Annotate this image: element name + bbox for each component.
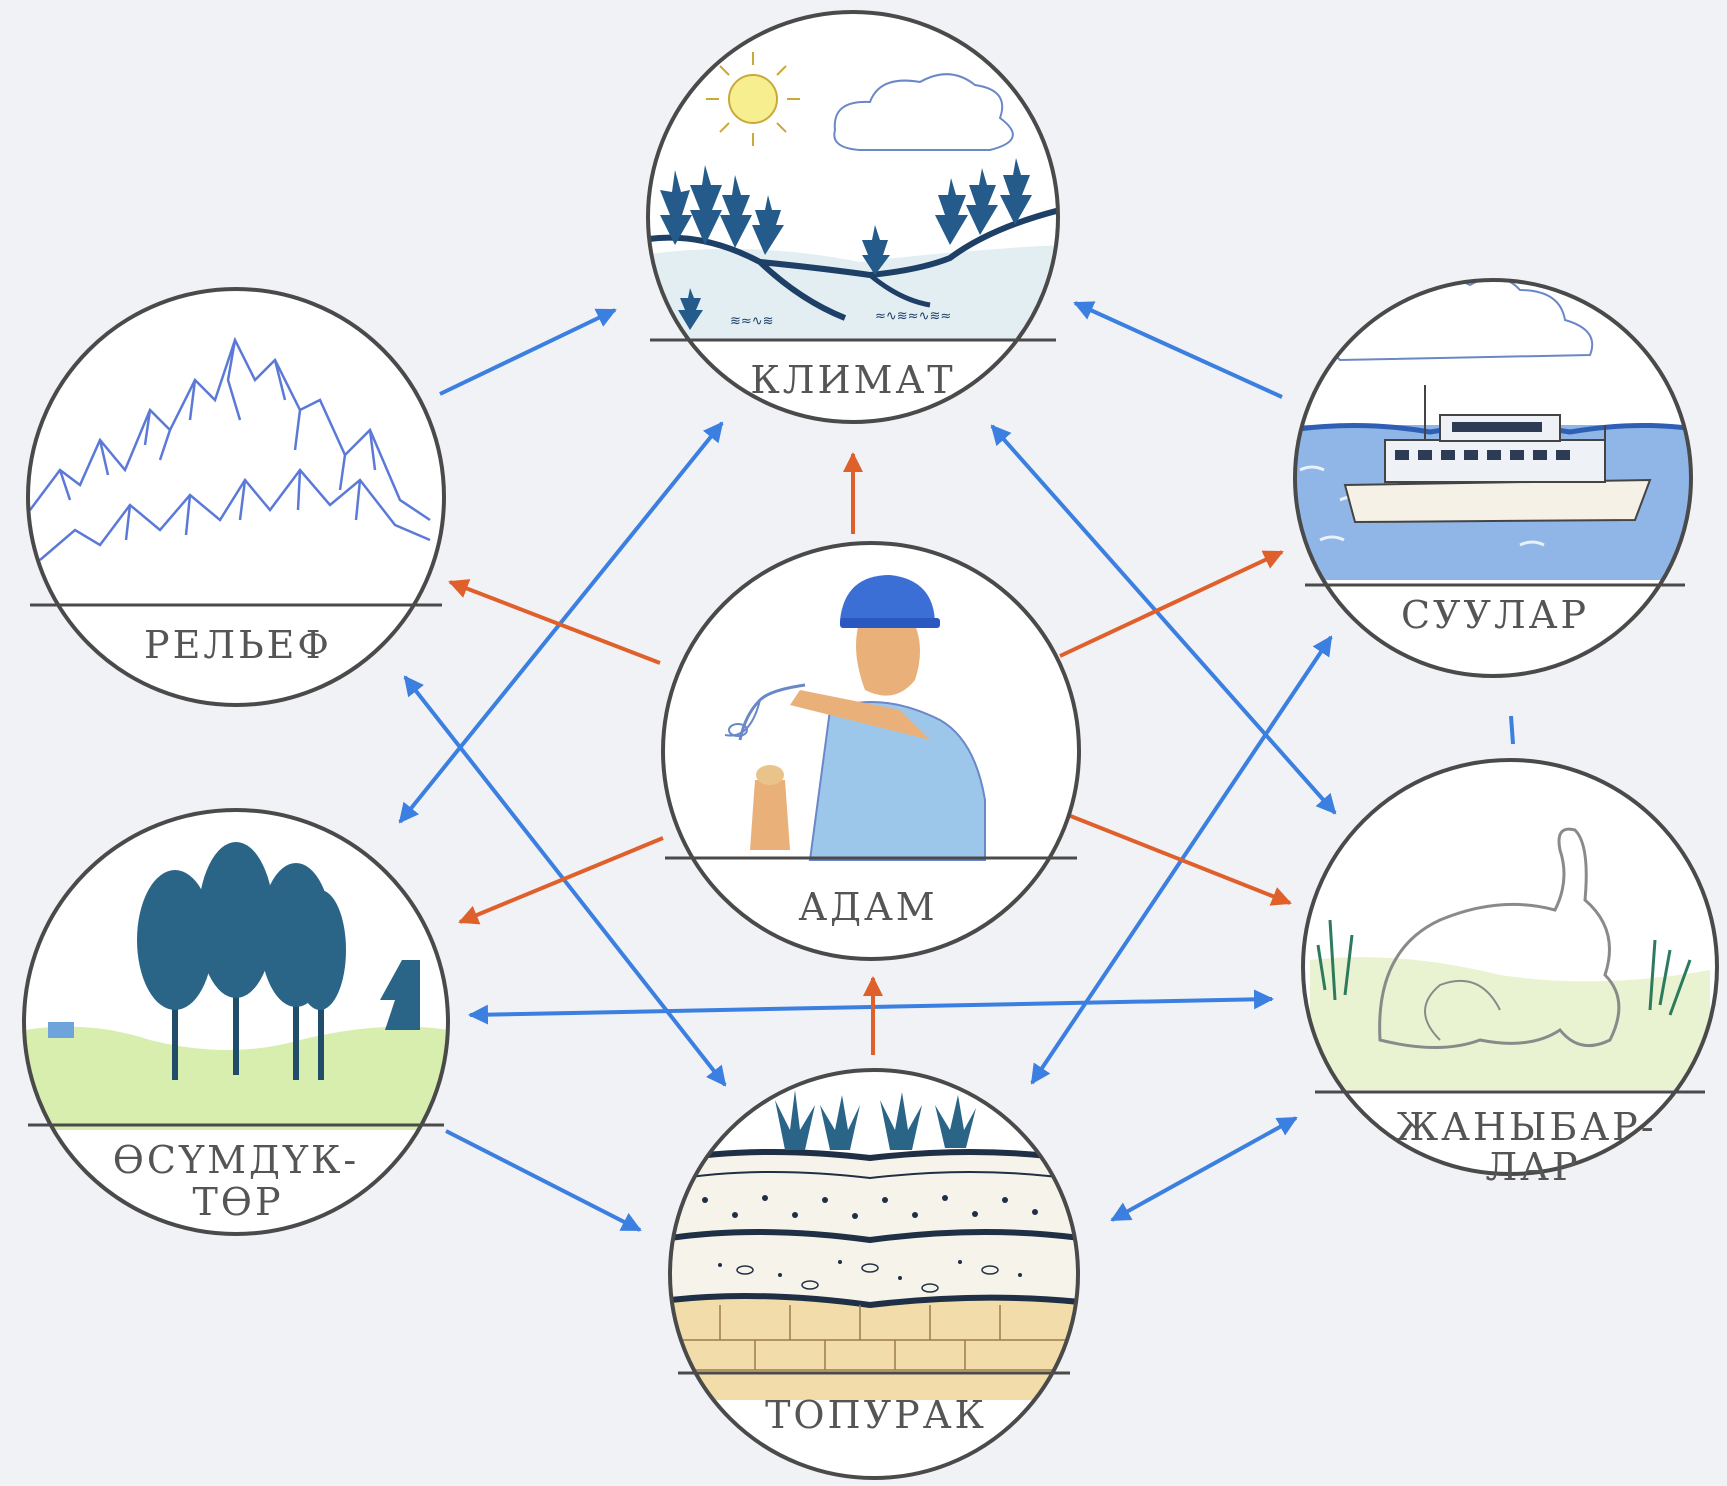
node-animals: ЖАНЫБАР- ЛАР: [1301, 758, 1719, 1189]
node-waters: СУУЛАР: [1293, 278, 1693, 678]
animals-label-line2: ЛАР: [1485, 1145, 1580, 1189]
arrow-human-to-relief: [448, 579, 661, 665]
ship-on-water-icon: [1295, 280, 1691, 580]
svg-text:≈∿≋≈∿≋≈: ≈∿≋≈∿≋≈: [875, 309, 951, 324]
person-in-helmet-icon: [724, 575, 986, 861]
arrow-waters-to-climate: [1073, 301, 1283, 399]
soil-label: ТОПУРАК: [765, 1393, 987, 1437]
climate-label: КЛИМАТ: [750, 358, 955, 402]
plants-label-line2: ТӨР: [192, 1180, 283, 1224]
svg-text:≋≈∿≋: ≋≈∿≋: [730, 314, 774, 329]
node-climate: ≋≈∿≋ ≈∿≋≈∿≋≈ КЛИМАТ: [646, 10, 1060, 424]
relief-label: РЕЛЬЕФ: [144, 623, 332, 667]
node-plants: ӨСҮМДҮК- ТӨР: [22, 808, 450, 1236]
arrow-human-to-waters: [1059, 550, 1284, 658]
tick-mark: [1509, 715, 1515, 745]
node-relief: РЕЛЬЕФ: [26, 287, 446, 707]
waters-label: СУУЛАР: [1401, 593, 1589, 637]
arrow-plants-to-soil: [445, 1129, 642, 1232]
rabbit-icon: [1310, 827, 1710, 1090]
arrow-relief-to-climate: [439, 308, 617, 396]
node-soil: ТОПУРАК: [668, 1068, 1080, 1480]
trees-icon: [25, 842, 448, 1130]
mountains-icon: [29, 336, 431, 561]
arrow-human-to-plants: [458, 836, 664, 925]
node-human: АДАМ: [661, 541, 1081, 961]
arrows: [398, 301, 1515, 1232]
plants-label-line1: ӨСҮМДҮК-: [113, 1138, 359, 1182]
human-label: АДАМ: [798, 885, 937, 929]
animals-label-line1: ЖАНЫБАР-: [1395, 1105, 1656, 1149]
arrow-human-to-animals: [1067, 813, 1292, 906]
landscape-sun-cloud-trees-icon: ≋≈∿≋ ≈∿≋≈∿≋≈: [648, 52, 1058, 340]
arrow-soil-animals: [1110, 1116, 1298, 1222]
